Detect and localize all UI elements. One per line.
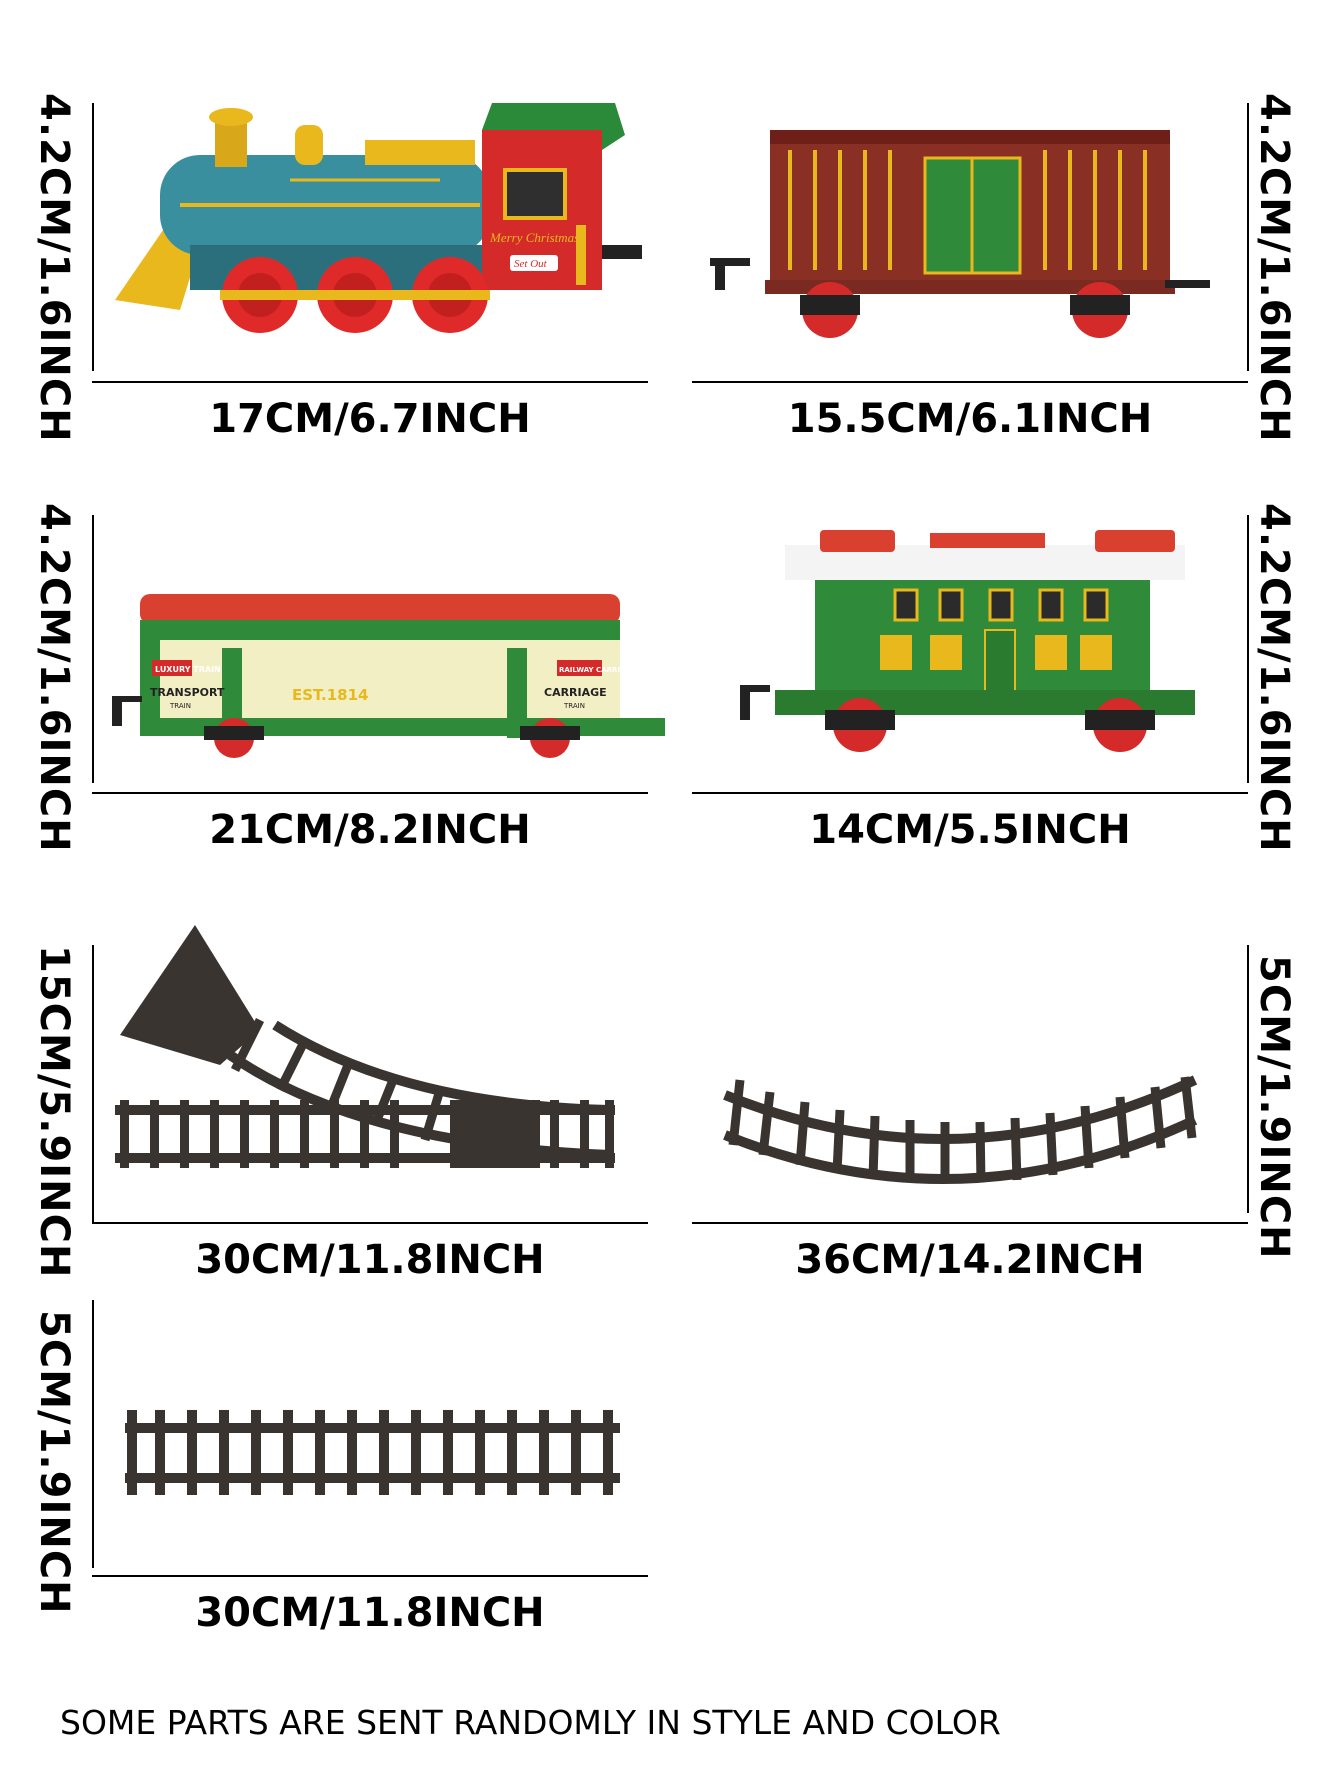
transport-text: TRANSPORT bbox=[150, 686, 225, 699]
carriage-text: CARRIAGE bbox=[544, 686, 607, 699]
width-label: 36CM/14.2INCH bbox=[795, 1237, 1145, 1283]
boxcar-image bbox=[710, 130, 1210, 338]
disclaimer-note: SOME PARTS ARE SENT RANDOMLY IN STYLE AN… bbox=[60, 1703, 1001, 1742]
caboose-image bbox=[740, 530, 1195, 752]
height-label: 15CM/5.9INCH bbox=[31, 945, 77, 1279]
width-label: 30CM/11.8INCH bbox=[195, 1590, 545, 1636]
locomotive-image: Merry Christmas Set Out bbox=[115, 103, 642, 333]
width-dimension-line bbox=[692, 792, 1248, 794]
train-text: TRAIN bbox=[169, 702, 191, 710]
switch-track-image bbox=[115, 925, 615, 1168]
height-dimension-line bbox=[92, 1300, 94, 1568]
width-dimension-line bbox=[692, 381, 1248, 383]
est-text: EST.1814 bbox=[292, 686, 368, 704]
width-dimension-line bbox=[92, 381, 648, 383]
merry-christmas-text: Merry Christmas bbox=[489, 230, 579, 245]
width-label: 15.5CM/6.1INCH bbox=[787, 396, 1153, 442]
straight-track-image bbox=[125, 1410, 620, 1495]
width-dimension-line bbox=[92, 1575, 648, 1577]
train-text: TRAIN bbox=[563, 702, 585, 710]
height-dimension-line bbox=[1247, 515, 1249, 783]
height-dimension-line bbox=[92, 945, 94, 1223]
height-label: 4.2CM/1.6INCH bbox=[1251, 93, 1297, 443]
height-label: 4.2CM/1.6INCH bbox=[31, 93, 77, 443]
width-label: 17CM/6.7INCH bbox=[209, 396, 531, 442]
height-dimension-line bbox=[92, 515, 94, 783]
luxury-train-text: LUXURY TRAIN bbox=[155, 665, 221, 674]
width-label: 21CM/8.2INCH bbox=[209, 807, 531, 853]
width-dimension-line bbox=[92, 792, 648, 794]
curved-track-image bbox=[723, 1075, 1198, 1184]
passenger-car-image: LUXURY TRAIN TRANSPORT TRAIN EST.1814 RA… bbox=[112, 594, 665, 758]
height-label: 5CM/1.9INCH bbox=[1251, 955, 1297, 1260]
set-out-text: Set Out bbox=[514, 258, 548, 270]
width-dimension-line bbox=[92, 1222, 648, 1224]
width-dimension-line bbox=[692, 1222, 1248, 1224]
width-label: 30CM/11.8INCH bbox=[195, 1237, 545, 1283]
height-dimension-line bbox=[1247, 945, 1249, 1213]
height-dimension-line bbox=[92, 103, 94, 371]
width-label: 14CM/5.5INCH bbox=[809, 807, 1131, 853]
height-label: 5CM/1.9INCH bbox=[31, 1310, 77, 1615]
height-label: 4.2CM/1.6INCH bbox=[1251, 503, 1297, 853]
height-label: 4.2CM/1.6INCH bbox=[31, 503, 77, 853]
railway-carriage-text: RAILWAY CARRIAGE bbox=[559, 666, 636, 674]
height-dimension-line bbox=[1247, 103, 1249, 371]
